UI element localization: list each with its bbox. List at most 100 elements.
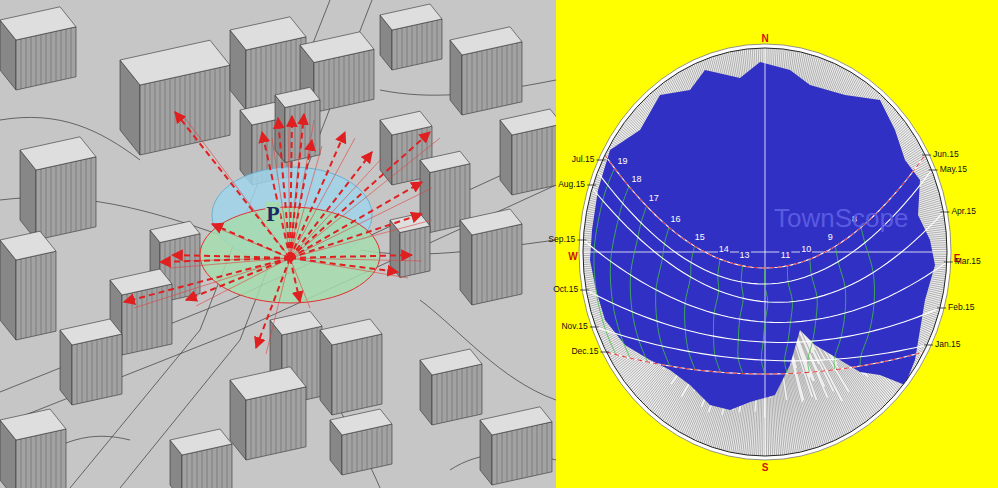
obstruction-edge <box>762 394 764 456</box>
window-stripe <box>497 434 498 484</box>
sight-rays <box>124 112 440 354</box>
sight-ray-thin <box>185 118 290 258</box>
window-stripe <box>482 51 483 111</box>
sight-ray <box>186 258 290 300</box>
window-stripe <box>77 344 78 404</box>
window-stripe <box>36 256 37 336</box>
window-stripe <box>492 231 493 301</box>
building <box>420 349 482 425</box>
building-roof <box>420 349 482 375</box>
window-stripe <box>472 53 473 113</box>
window-stripe <box>517 430 518 480</box>
building <box>320 319 382 415</box>
window-stripe <box>165 80 166 150</box>
window-stripe <box>467 367 468 417</box>
window-stripe <box>502 433 503 483</box>
window-stripe <box>276 393 277 453</box>
window-stripe <box>137 292 138 352</box>
window-stripe <box>512 431 513 481</box>
window-stripe <box>26 38 27 88</box>
window-stripe <box>405 231 406 276</box>
window-stripe <box>200 72 201 142</box>
hour-line <box>594 168 616 354</box>
obstruction-edge <box>733 412 740 452</box>
horizon-outline <box>583 48 947 456</box>
hour-line <box>860 227 874 366</box>
window-stripe <box>364 52 365 102</box>
obstruction-edge <box>725 410 733 451</box>
building <box>380 4 442 70</box>
window-stripe <box>56 431 57 488</box>
window-stripe <box>349 55 350 105</box>
sight-ray <box>290 258 398 272</box>
window-stripe <box>46 168 47 238</box>
window-stripe <box>286 391 287 451</box>
building-front <box>16 251 56 340</box>
window-stripe <box>517 225 518 295</box>
building-roof <box>275 87 320 107</box>
window-stripe <box>296 389 297 449</box>
window-stripe <box>455 167 456 227</box>
obstruction-edge <box>689 407 702 438</box>
window-stripe <box>212 448 213 488</box>
compass-label: S <box>762 462 769 473</box>
window-stripe <box>547 127 548 187</box>
roads <box>0 0 556 488</box>
window-stripe <box>359 53 360 103</box>
window-stripe <box>417 130 418 180</box>
window-stripe <box>412 26 413 66</box>
building-roof <box>320 319 382 345</box>
month-label: Jan.15 <box>935 340 961 349</box>
window-stripe <box>41 169 42 239</box>
window-stripe <box>81 160 82 230</box>
east-west-axis <box>583 252 947 253</box>
window-stripe <box>425 227 426 272</box>
hour-number: 14 <box>718 245 730 255</box>
window-stripe <box>487 50 488 110</box>
sight-ray-thin <box>290 138 440 258</box>
window-stripe <box>132 293 133 353</box>
window-stripe <box>477 52 478 112</box>
window-stripe <box>532 131 533 191</box>
window-stripe <box>180 76 181 146</box>
window-stripe <box>207 450 208 488</box>
window-stripe <box>215 69 216 139</box>
window-stripe <box>261 47 262 107</box>
hour-number: 19 <box>616 157 628 167</box>
window-stripe <box>51 252 52 332</box>
window-stripe <box>367 337 368 407</box>
building <box>170 429 232 488</box>
window-stripe <box>512 226 513 296</box>
window-stripe <box>502 228 503 298</box>
window-stripe <box>417 25 418 65</box>
window-stripe <box>251 49 252 109</box>
window-stripe <box>367 430 368 470</box>
window-stripe <box>295 105 296 160</box>
sun-path <box>596 327 927 361</box>
sight-ray-thin <box>290 120 314 258</box>
window-stripe <box>162 286 163 346</box>
window-stripe <box>467 54 468 114</box>
window-stripe <box>107 337 108 397</box>
window-stripe <box>477 365 478 415</box>
obstruction-edge <box>819 364 851 432</box>
building <box>60 319 122 405</box>
sight-ray <box>175 112 290 258</box>
month-tick <box>597 160 606 161</box>
window-stripe <box>369 50 370 100</box>
window-stripe <box>347 342 348 412</box>
window-stripe <box>102 338 103 398</box>
window-stripe <box>492 48 493 108</box>
window-stripe <box>97 340 98 400</box>
obstruction-edge <box>864 375 887 404</box>
window-stripe <box>507 45 508 105</box>
window-stripe <box>337 344 338 414</box>
view-point <box>286 254 294 262</box>
obstruction-edge <box>713 415 722 448</box>
window-stripe <box>497 47 498 107</box>
hour-number: 13 <box>739 251 751 261</box>
window-stripe <box>145 84 146 154</box>
window-stripe <box>334 58 335 108</box>
window-stripe <box>150 83 151 153</box>
window-stripe <box>222 446 223 488</box>
